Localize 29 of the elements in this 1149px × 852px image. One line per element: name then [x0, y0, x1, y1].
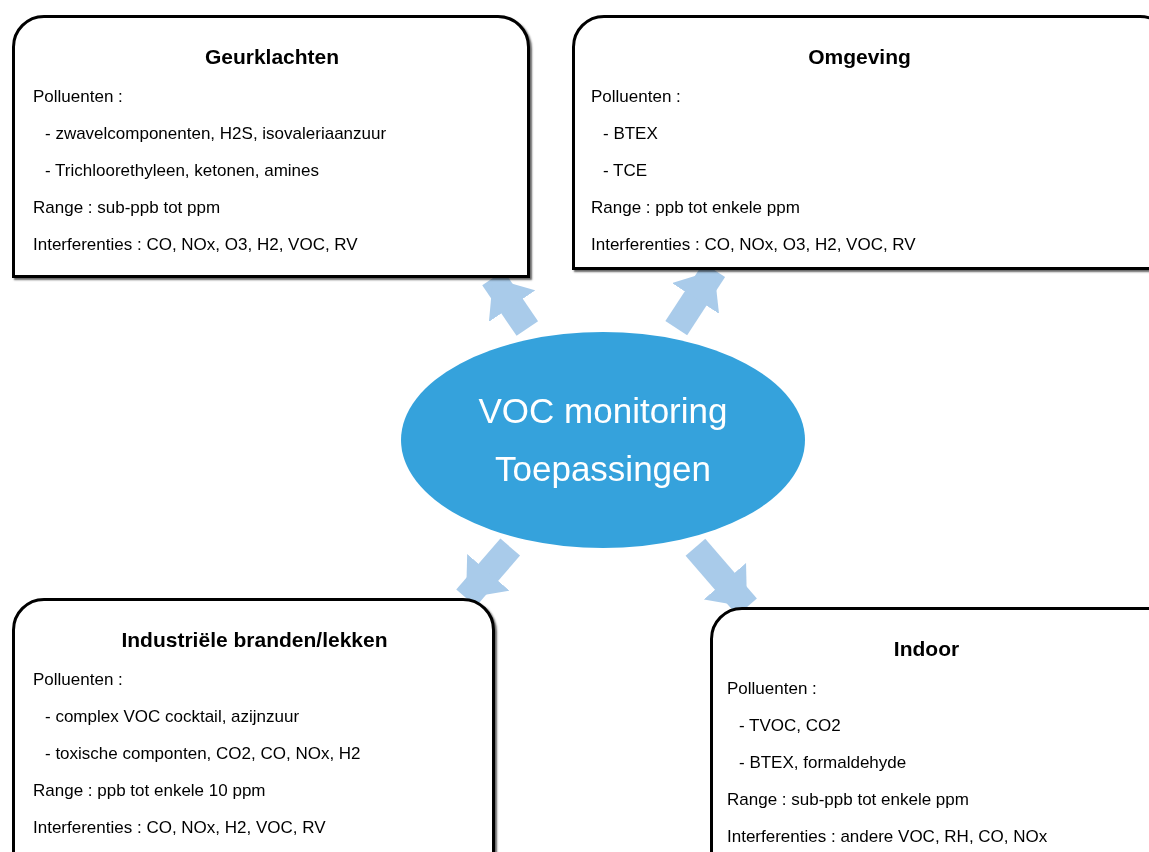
info-card — [12, 598, 495, 852]
card-title: Indoor — [892, 636, 961, 662]
card-text: Polluenten : — [591, 86, 682, 108]
card-text: - BTEX, formaldehyde — [738, 752, 908, 774]
card-text: Range : ppb tot enkele 10 ppm — [33, 780, 267, 802]
card-title: Geurklachten — [203, 44, 341, 70]
info-card — [572, 15, 1149, 270]
card-text: Range : sub-ppb tot ppm — [33, 197, 222, 219]
card-text: Polluenten : — [727, 678, 818, 700]
card-text: - complex VOC cocktail, azijnzuur — [44, 706, 301, 728]
card-text: Range : sub-ppb tot enkele ppm — [727, 789, 970, 811]
card-text: - TVOC, CO2 — [738, 715, 842, 737]
card-text: Interferenties : CO, NOx, O3, H2, VOC, RV — [33, 234, 359, 256]
card-text: Interferenties : CO, NOx, O3, H2, VOC, RV — [591, 234, 917, 256]
card-text: Polluenten : — [33, 86, 124, 108]
card-title: Industriële branden/lekken — [120, 627, 389, 653]
center-title: VOC monitoring Toepassingen — [477, 390, 729, 490]
card-text: Interferenties : andere VOC, RH, CO, NOx — [727, 826, 1049, 848]
card-text: - BTEX — [602, 123, 659, 145]
card-text: - TCE — [602, 160, 649, 182]
card-text: Polluenten : — [33, 669, 124, 691]
card-text: - zwavelcomponenten, H2S, isovaleriaanzuur — [44, 123, 388, 145]
card-text: - Trichloorethyleen, ketonen, amines — [44, 160, 321, 182]
card-text: Interferenties : CO, NOx, H2, VOC, RV — [33, 817, 327, 839]
info-card — [710, 607, 1149, 852]
card-text: - toxische componten, CO2, CO, NOx, H2 — [44, 743, 362, 765]
card-title: Omgeving — [807, 44, 912, 70]
info-card — [12, 15, 530, 278]
card-text: Range : ppb tot enkele ppm — [591, 197, 801, 219]
